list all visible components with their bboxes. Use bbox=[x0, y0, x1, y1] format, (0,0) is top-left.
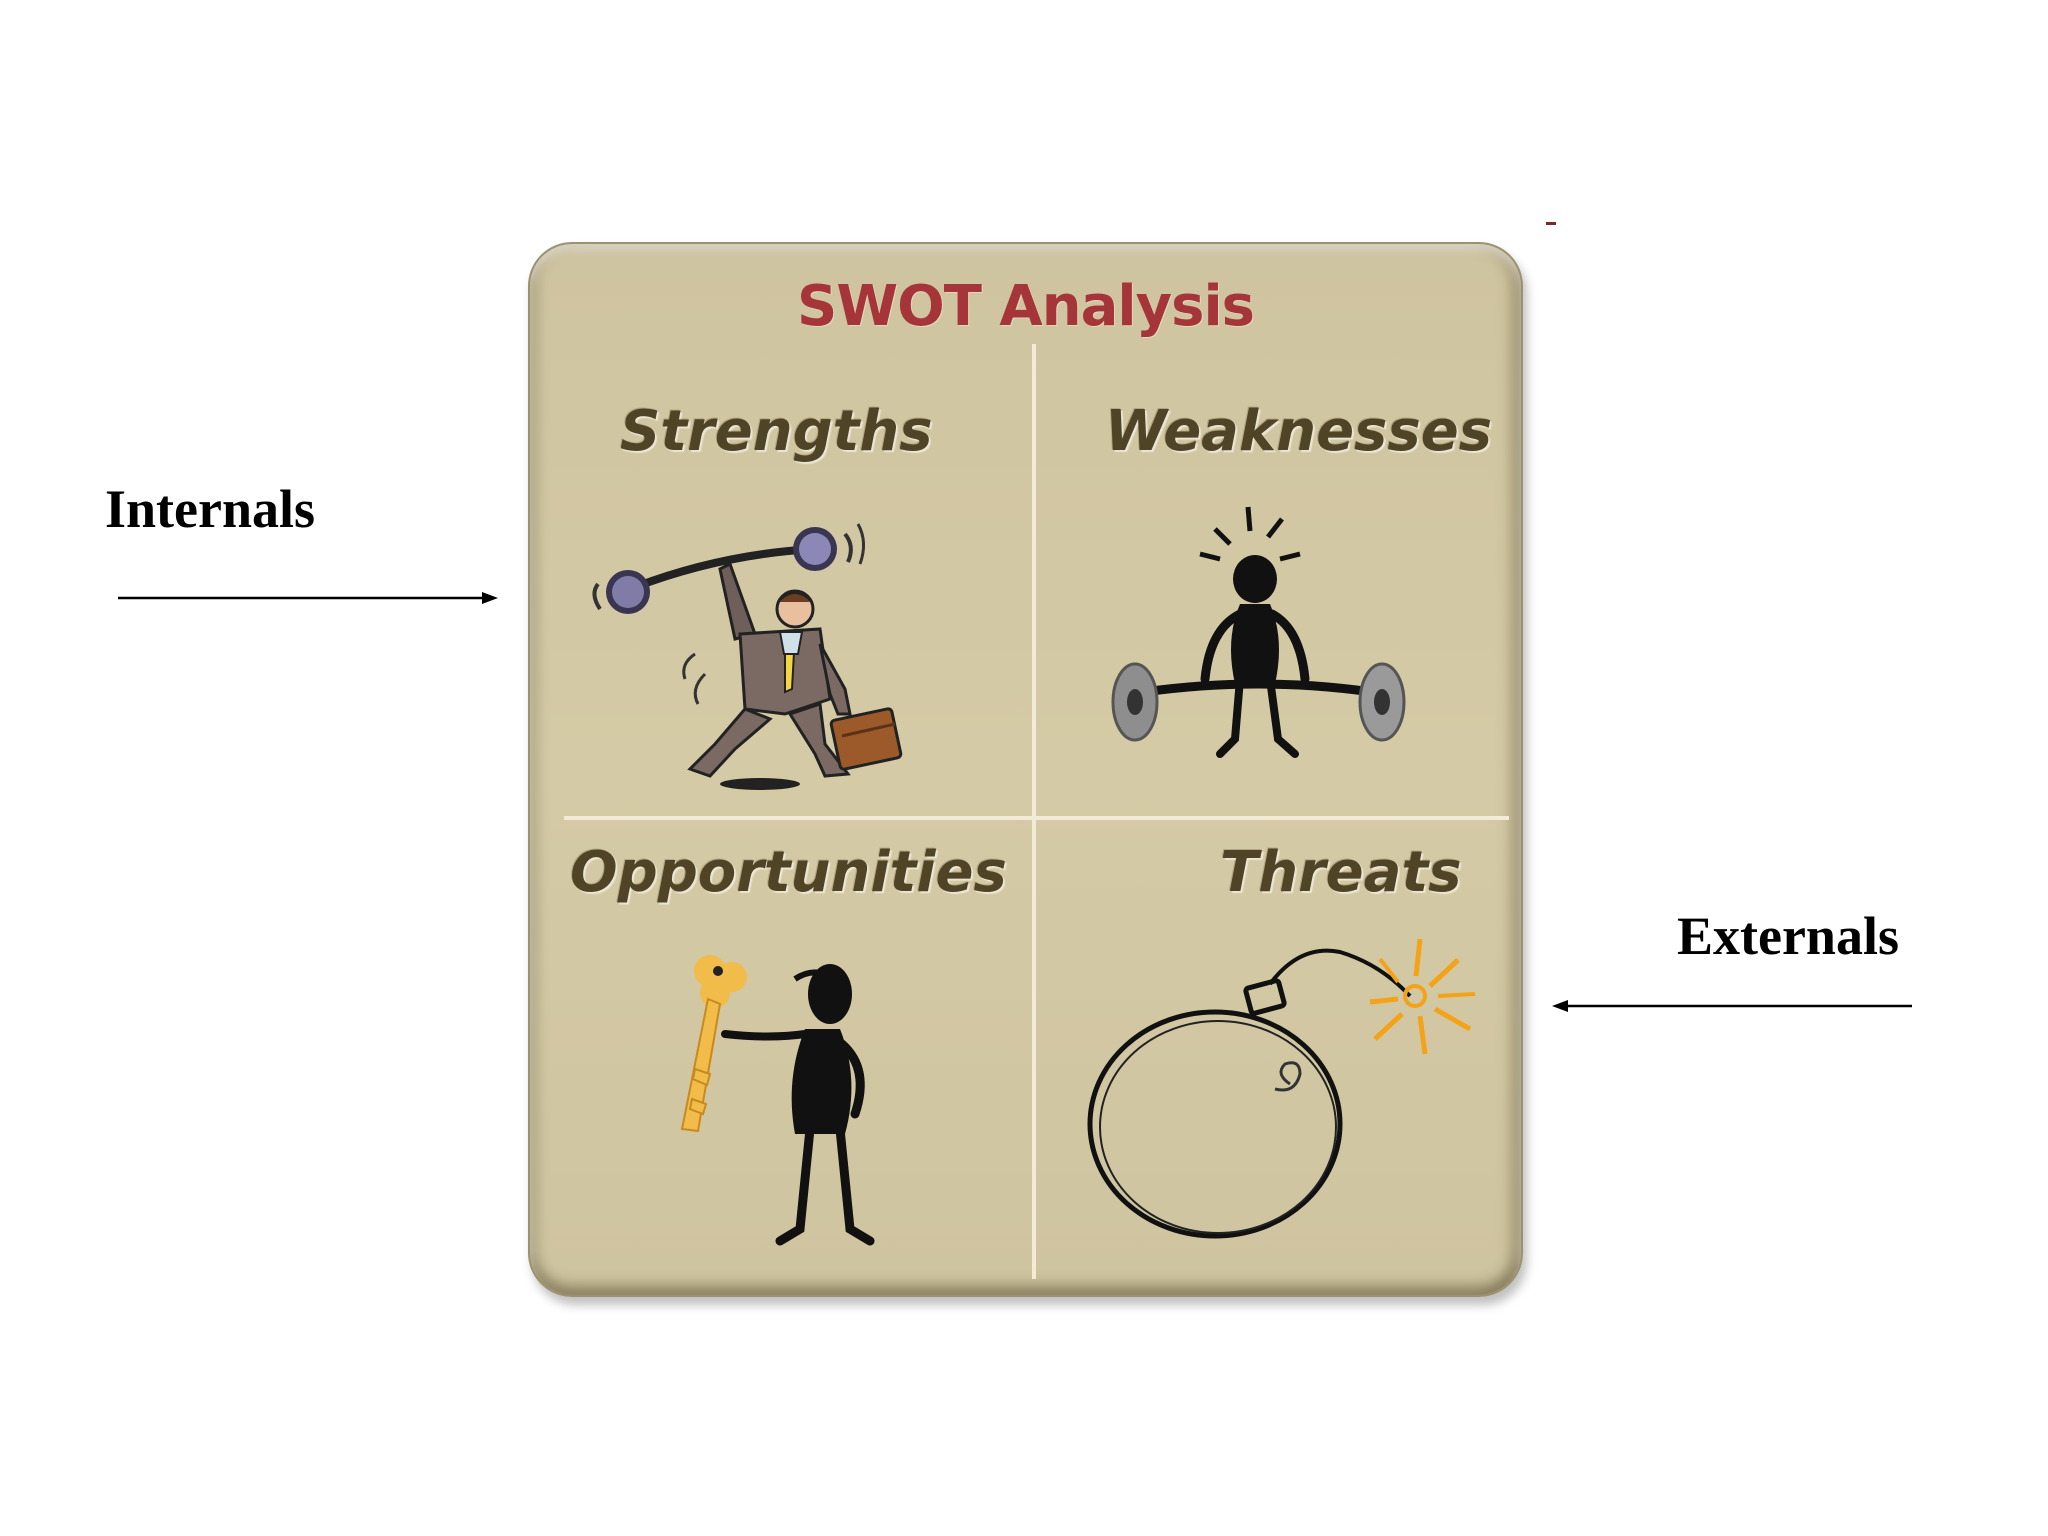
weightlifter-businessman-icon bbox=[592, 523, 903, 790]
figure-with-key-icon bbox=[680, 955, 875, 1246]
externals-label: Externals bbox=[1677, 906, 1899, 966]
internals-arrow bbox=[118, 592, 498, 604]
threats-label: Threats bbox=[1220, 840, 1462, 905]
internals-label: Internals bbox=[105, 479, 316, 539]
swot-board: SWOT Analysis Strengths Weaknesses Oppor… bbox=[528, 242, 1523, 1297]
strengths-label: Strengths bbox=[620, 399, 933, 464]
swot-title: SWOT Analysis bbox=[797, 274, 1255, 339]
struggling-lifter-icon bbox=[1111, 506, 1406, 758]
weaknesses-label: Weaknesses bbox=[1105, 399, 1493, 464]
stray-mark bbox=[1546, 222, 1556, 225]
horizontal-divider bbox=[564, 816, 1509, 820]
vertical-divider bbox=[1032, 344, 1036, 1279]
opportunities-label: Opportunities bbox=[570, 840, 1007, 905]
externals-arrow bbox=[1552, 1000, 1912, 1012]
bomb-icon bbox=[1087, 938, 1476, 1239]
